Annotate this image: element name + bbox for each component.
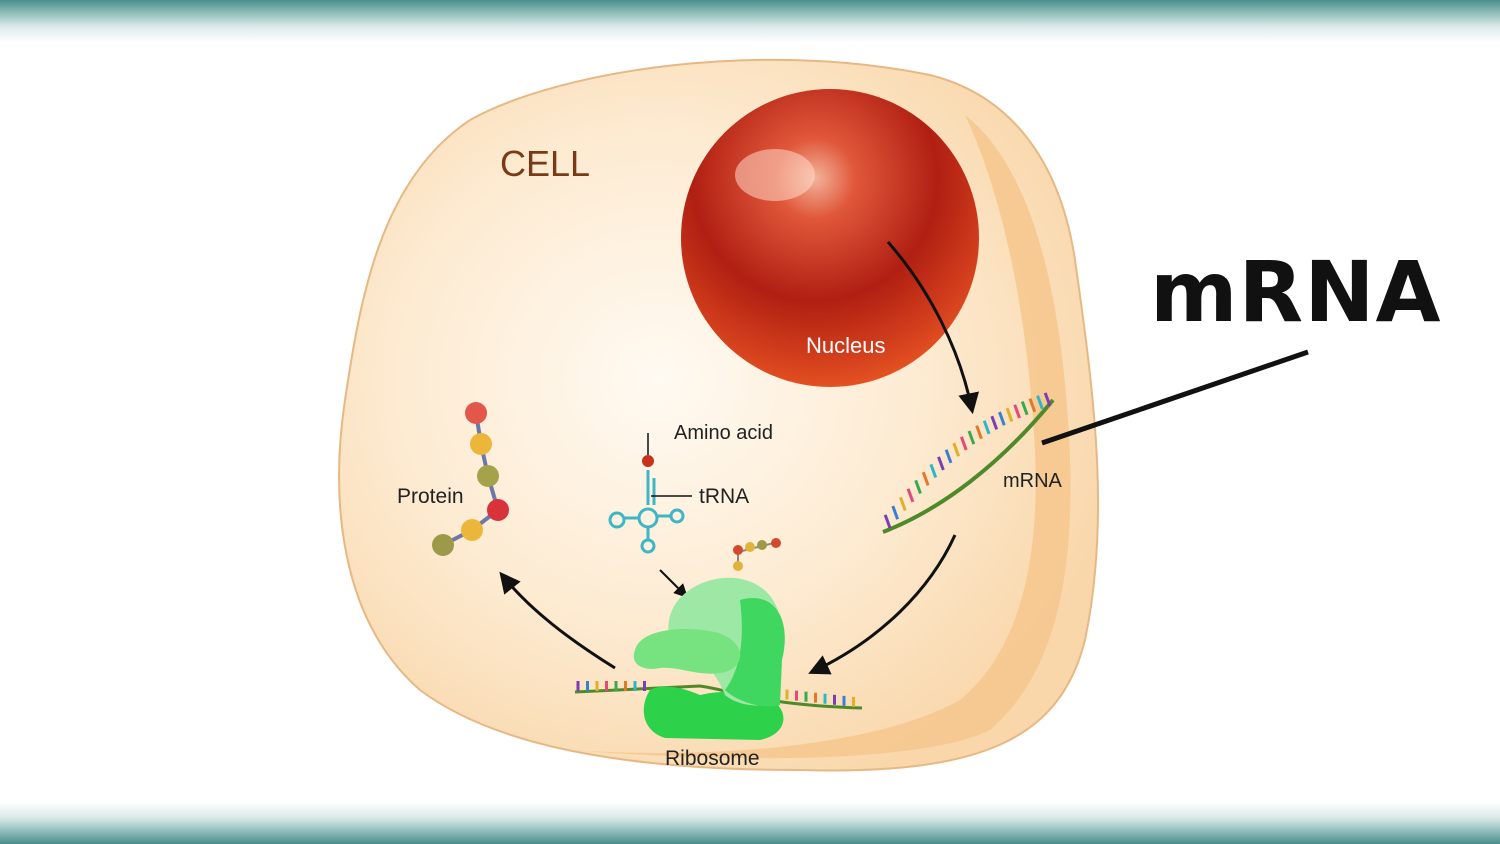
nucleotide-base <box>921 471 930 486</box>
arrow-mrna-to-ribosome <box>808 534 957 675</box>
arrow-trna-to-ribosome <box>659 569 688 598</box>
nucleotide-base <box>929 463 938 479</box>
ribosome-lobe <box>633 629 741 674</box>
amino-acid-label: Amino acid <box>674 422 773 444</box>
nucleotide-base <box>1005 407 1014 422</box>
protein-chain <box>432 402 509 556</box>
mrna-pointer-line <box>1041 349 1309 446</box>
mrna-bases <box>883 392 1052 529</box>
ribosome <box>633 577 785 740</box>
top-banner <box>0 0 1500 42</box>
nucleotide-base <box>914 479 922 495</box>
nucleotide-base <box>937 456 945 471</box>
arrow-ribosome-to-protein <box>499 571 616 670</box>
nucleotide-base <box>990 415 999 430</box>
ribosome-label: Ribosome <box>665 747 760 770</box>
nucleotide-base <box>1013 404 1021 419</box>
bottom-banner <box>0 802 1500 844</box>
arrow-nucleus-to-mrna <box>886 241 979 415</box>
nucleotide-base <box>1020 401 1029 416</box>
trna-label: tRNA <box>699 485 749 508</box>
nucleotide-base <box>1028 398 1037 413</box>
nucleotide-base <box>959 436 968 451</box>
nascent-peptide <box>733 538 781 571</box>
nucleotide-base <box>952 442 960 457</box>
nucleotide-base <box>891 505 900 520</box>
amino-acid-dot <box>642 455 654 467</box>
nucleotide-base <box>899 496 907 512</box>
nucleotide-base <box>1036 395 1044 410</box>
cell-shadow-edge <box>570 115 1071 759</box>
nucleotide-base <box>982 420 991 435</box>
ribosome-strand-bases <box>576 681 855 707</box>
ribosome-large-subunit-dark <box>725 598 785 707</box>
trna-molecule <box>608 470 685 554</box>
nucleotide-base <box>998 411 1006 426</box>
nucleus-label: Nucleus <box>806 333 885 358</box>
nucleotide-base <box>944 449 953 464</box>
mrna-strand <box>882 398 1055 534</box>
nucleotide-base <box>883 514 892 529</box>
cell-label: CELL <box>500 143 590 184</box>
nucleotide-base <box>967 430 976 445</box>
mrna-small-label: mRNA <box>1003 470 1063 492</box>
nucleus-highlight <box>735 149 815 201</box>
mrna-headline: mRNA <box>1150 243 1442 341</box>
nucleotide-base <box>906 488 915 503</box>
protein-label: Protein <box>397 485 464 508</box>
nucleotide-base <box>975 425 983 440</box>
nucleotide-base <box>1043 392 1052 407</box>
